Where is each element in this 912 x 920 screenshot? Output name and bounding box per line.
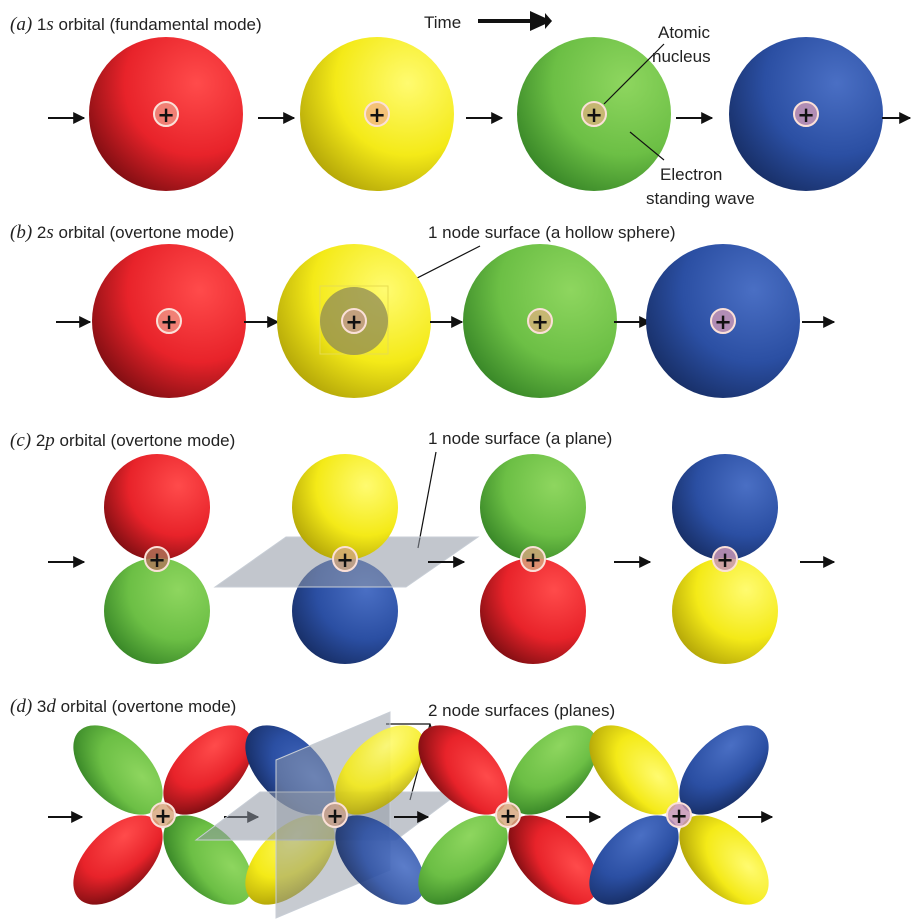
- nucleus: +: [793, 101, 819, 127]
- nucleus-sign: +: [499, 804, 517, 828]
- nucleus: +: [332, 546, 358, 572]
- panel-c: (c) 2p orbital (overtone mode) 1 node su…: [10, 429, 836, 664]
- panel-d-title: (d) 3d orbital (overtone mode): [10, 696, 236, 717]
- svg-text:+: +: [368, 103, 386, 127]
- panel-d: (d) 3d orbital (overtone mode) 2 node su…: [10, 696, 774, 919]
- nucleus: +: [527, 308, 553, 334]
- d-orbital: +: [73, 725, 253, 905]
- svg-text:+: +: [797, 103, 815, 127]
- lobe-bottom: [672, 558, 778, 664]
- lobe-nw: [589, 725, 679, 815]
- nucleus: +: [581, 101, 607, 127]
- nucleus: +: [520, 546, 546, 572]
- lobe-top: [292, 454, 398, 560]
- d-orbital: +: [418, 725, 598, 905]
- svg-text:+: +: [714, 310, 732, 334]
- lobe-se: [508, 815, 598, 905]
- svg-text:+: +: [585, 103, 603, 127]
- plane-node-label: 1 node surface (a plane): [428, 429, 612, 448]
- lobe-top: [480, 454, 586, 560]
- lobe-bottom: [480, 558, 586, 664]
- time-label: Time: [424, 13, 461, 32]
- panel-a-title: (a) 1s orbital (fundamental mode): [10, 14, 262, 35]
- nucleus-sign: +: [326, 804, 344, 828]
- d-orbital: +: [194, 711, 462, 919]
- nucleus-leader-line: [603, 43, 665, 105]
- wave-leader-line: [629, 131, 665, 161]
- svg-text:+: +: [345, 310, 363, 334]
- hollow-sphere-node-label: 1 node surface (a hollow sphere): [428, 223, 676, 242]
- node-leader-line: [417, 451, 437, 549]
- lobe-nw: [418, 725, 508, 815]
- svg-text:+: +: [336, 548, 354, 572]
- nucleus: [666, 802, 692, 828]
- nucleus: [150, 802, 176, 828]
- nucleus: +: [156, 308, 182, 334]
- lobe-se: [679, 815, 769, 905]
- lobe-top: [104, 454, 210, 560]
- lobe-nw: [73, 725, 163, 815]
- lobe-ne: [163, 725, 253, 815]
- panel-c-title: (c) 2p orbital (overtone mode): [10, 430, 235, 451]
- nucleus: [495, 802, 521, 828]
- svg-text:+: +: [716, 548, 734, 572]
- nucleus: +: [341, 308, 367, 334]
- lobe-sw: [418, 815, 508, 905]
- d-orbital: +: [589, 725, 769, 905]
- svg-text:+: +: [160, 310, 178, 334]
- lobe-se: [163, 815, 253, 905]
- nucleus: +: [712, 546, 738, 572]
- lobe-bottom: [104, 558, 210, 664]
- lobe-sw: [589, 815, 679, 905]
- svg-text:+: +: [157, 103, 175, 127]
- panel-b-title: (b) 2s orbital (overtone mode): [10, 222, 234, 243]
- svg-text:+: +: [524, 548, 542, 572]
- svg-text:+: +: [531, 310, 549, 334]
- planes-node-label: 2 node surfaces (planes): [428, 701, 615, 720]
- lobe-sw: [73, 815, 163, 905]
- lobe-top: [672, 454, 778, 560]
- svg-text:+: +: [148, 548, 166, 572]
- panel-a: (a) 1s orbital (fundamental mode) Time +…: [10, 11, 912, 208]
- nucleus: +: [364, 101, 390, 127]
- nucleus: +: [153, 101, 179, 127]
- panel-b: (b) 2s orbital (overtone mode) 1 node su…: [10, 222, 836, 398]
- lobe-ne: [508, 725, 598, 815]
- nucleus-sign: +: [154, 804, 172, 828]
- nucleus: +: [144, 546, 170, 572]
- nucleus: [322, 802, 348, 828]
- lobe-se: [335, 815, 425, 905]
- nucleus-sign: +: [670, 804, 688, 828]
- lobe-ne: [679, 725, 769, 815]
- nucleus: +: [710, 308, 736, 334]
- lobe-ne: [335, 725, 425, 815]
